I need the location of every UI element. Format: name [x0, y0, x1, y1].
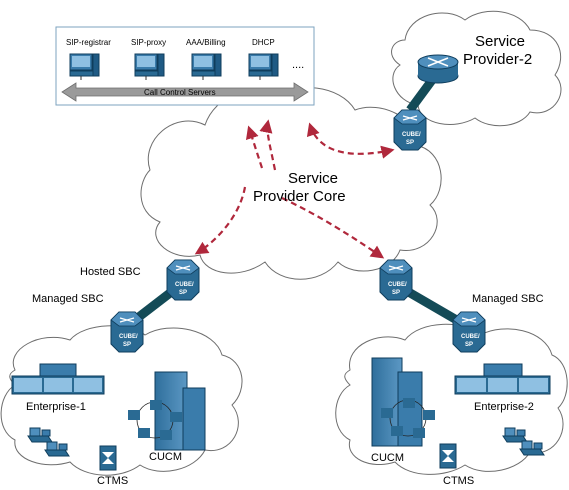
cucm-label-left: CUCM — [149, 451, 182, 463]
svg-text:SP: SP — [406, 140, 414, 146]
svg-text:SP: SP — [179, 290, 187, 296]
ip-phone-icon-right-1[interactable] — [502, 427, 528, 443]
ctms-label-left: CTMS — [97, 475, 128, 487]
telepresence-icon-left[interactable] — [11, 363, 105, 395]
cucm-label-right: CUCM — [371, 452, 404, 464]
aaa-billing-server-icon[interactable] — [191, 53, 222, 81]
svg-text:SP: SP — [392, 290, 400, 296]
cucm-cluster-left[interactable] — [128, 400, 182, 440]
dhcp-server-icon[interactable] — [248, 53, 279, 81]
ctms-icon-left[interactable] — [99, 445, 117, 471]
telepresence-icon-right[interactable] — [454, 363, 551, 395]
sp2-cloud-label-line1: Service — [475, 33, 525, 50]
sip-registrar-server-icon[interactable] — [69, 53, 100, 81]
server-label-sip-registrar: SIP-registrar — [66, 38, 111, 47]
cube-sp-core-right[interactable]: CUBE/ SP — [379, 259, 413, 301]
signal-arrow-to-hosted-sbc — [194, 186, 247, 255]
server-label-sip-proxy: SIP-proxy — [131, 38, 166, 47]
servers-ellipsis: .... — [292, 59, 304, 71]
cucm-cluster-right[interactable] — [381, 398, 435, 438]
cube-sp-managed-right[interactable]: CUBE/ SP — [452, 311, 486, 353]
server-label-aaa-billing: AAA/Billing — [186, 38, 226, 47]
ctms-icon-right[interactable] — [439, 443, 457, 469]
core-cloud-label-line2: Provider Core — [253, 188, 346, 205]
ip-phone-icon-left-2[interactable] — [44, 441, 70, 457]
ip-phone-icon-right-2[interactable] — [519, 440, 545, 456]
svg-text:SP: SP — [123, 342, 131, 348]
cube-sp-managed-left[interactable]: CUBE/ SP — [110, 311, 144, 353]
service-provider-2-cloud — [391, 10, 562, 127]
svg-text:CUBE/: CUBE/ — [175, 282, 194, 288]
enterprise-1-label: Enterprise-1 — [26, 401, 86, 413]
call-control-servers-bar — [61, 82, 309, 102]
svg-text:CUBE/: CUBE/ — [388, 282, 407, 288]
svg-text:SP: SP — [465, 342, 473, 348]
call-control-servers-label: Call Control Servers — [144, 88, 216, 97]
cube-sp-hosted-sbc[interactable]: CUBE/ SP — [166, 259, 200, 301]
server-label-dhcp: DHCP — [252, 38, 275, 47]
core-cloud-label-line1: Service — [288, 170, 338, 187]
signal-arrow-core-to-servers-1 — [245, 125, 264, 169]
cube-sp-provider2[interactable]: CUBE/ SP — [393, 109, 427, 151]
svg-text:CUBE/: CUBE/ — [402, 132, 421, 138]
managed-sbc-label-left: Managed SBC — [32, 293, 104, 305]
signal-arrow-to-sp2 — [306, 122, 395, 159]
sp2-cloud-label-line2: Provider-2 — [463, 51, 532, 68]
hosted-sbc-label: Hosted SBC — [80, 266, 141, 278]
sp2-router-icon[interactable] — [417, 54, 459, 84]
signal-arrow-core-to-servers-2 — [259, 119, 277, 171]
ctms-label-right: CTMS — [443, 475, 474, 487]
enterprise-2-label: Enterprise-2 — [474, 401, 534, 413]
managed-sbc-label-right: Managed SBC — [472, 293, 544, 305]
sip-proxy-server-icon[interactable] — [134, 53, 165, 81]
svg-text:CUBE/: CUBE/ — [461, 334, 480, 340]
svg-text:CUBE/: CUBE/ — [119, 334, 138, 340]
ip-phone-icon-left-1[interactable] — [27, 427, 53, 443]
cucm-building-right — [371, 357, 423, 447]
signal-arrow-to-right-cube — [281, 197, 385, 259]
